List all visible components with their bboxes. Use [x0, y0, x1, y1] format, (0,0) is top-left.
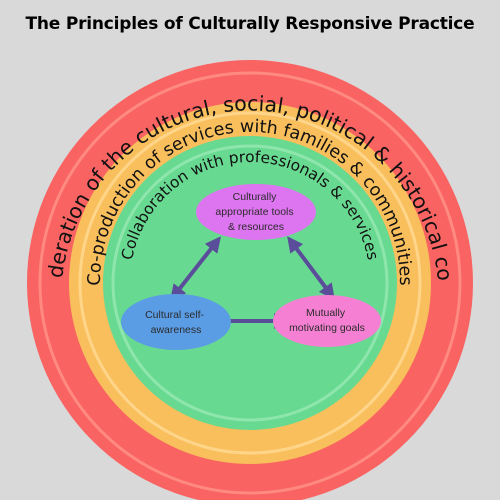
node-self-awareness [121, 294, 231, 350]
outer-ring-edge [38, 71, 462, 495]
node-motivating-goals-label: Mutually motivating goals [289, 307, 365, 334]
arrow-top-left [170, 236, 221, 301]
node-tools-resources-label: Culturally appropriate tools & resources [215, 191, 296, 233]
node-self-awareness-label: Cultural self- awareness [145, 309, 207, 336]
inner-ring-edge [111, 144, 389, 422]
middle-ring-edge [78, 111, 422, 455]
node-tools-resources [196, 184, 316, 240]
page-title: The Principles of Culturally Responsive … [25, 14, 475, 34]
arrow-top-right [287, 236, 335, 300]
inner-ring [103, 136, 397, 430]
node-motivating-goals [273, 295, 381, 347]
